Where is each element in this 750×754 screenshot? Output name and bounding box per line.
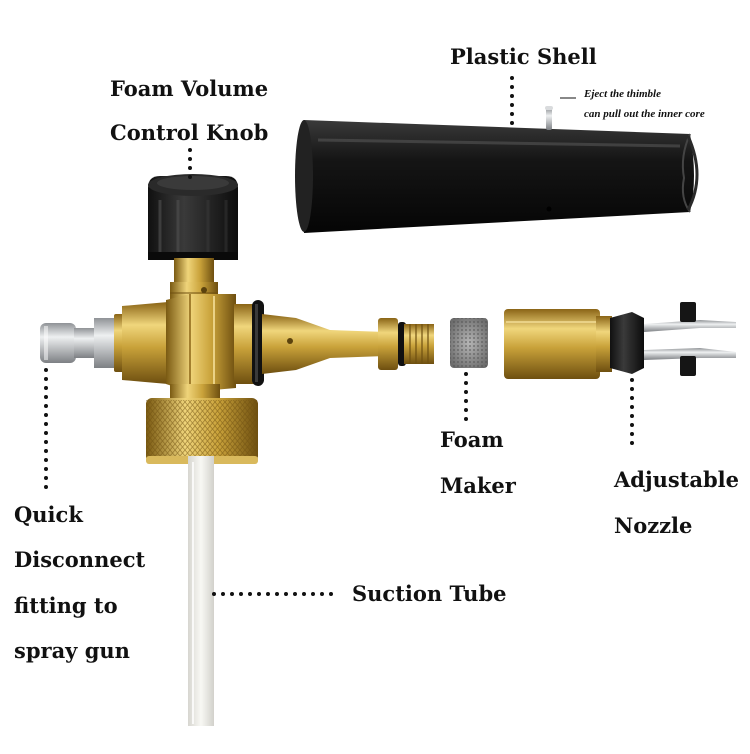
brass-valve-body	[122, 294, 256, 402]
o-ring-seal	[252, 300, 264, 386]
plastic-shell	[295, 120, 699, 233]
thimble-pin	[545, 106, 553, 130]
quick-disconnect-fitting	[40, 314, 126, 372]
label-quick-disconnect-line3: fitting to	[14, 593, 118, 618]
label-plastic-shell: Plastic Shell	[450, 44, 597, 69]
suction-tube	[188, 456, 214, 726]
label-quick-disconnect-line1: Quick	[14, 502, 83, 527]
note-eject-line2: can pull out the inner core	[584, 108, 705, 120]
label-foam-volume-line2: Control Knob	[110, 120, 269, 145]
adjustable-nozzle	[504, 302, 736, 379]
label-foam-maker-line2: Maker	[440, 473, 516, 498]
label-adjustable-nozzle-line1: Adjustable	[614, 467, 739, 492]
label-quick-disconnect-line4: spray gun	[14, 638, 130, 663]
label-suction-tube: Suction Tube	[352, 581, 507, 606]
bottle-cap	[146, 398, 258, 464]
foam-maker-mesh	[450, 318, 488, 368]
lance-connector	[262, 314, 434, 374]
label-foam-volume-line1: Foam Volume	[110, 76, 269, 101]
label-quick-disconnect-line2: Disconnect	[14, 547, 146, 572]
label-foam-maker-line1: Foam	[440, 427, 504, 452]
label-adjustable-nozzle-line2: Nozzle	[614, 513, 693, 538]
foam-volume-knob	[148, 174, 238, 260]
leader-lines	[44, 76, 634, 596]
note-eject-line1: Eject the thimble	[584, 88, 661, 100]
